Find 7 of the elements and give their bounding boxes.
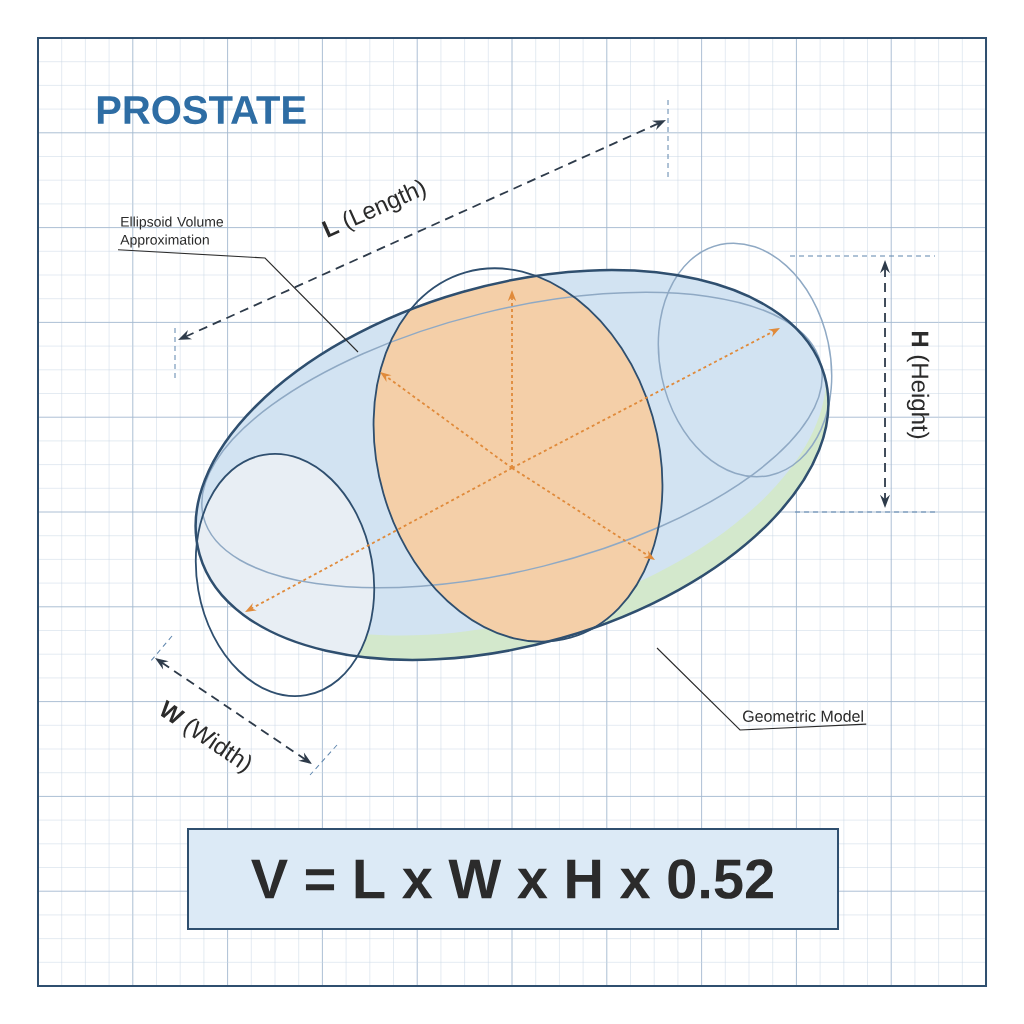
leader-line bbox=[656, 647, 867, 731]
callout-text: Ellipsoid Volume Approximation bbox=[120, 216, 224, 248]
dimension-label: H (Height) bbox=[906, 331, 930, 439]
leader-line bbox=[117, 249, 359, 353]
formula-box: V = L x W x H x 0.52 bbox=[187, 828, 839, 930]
callout-text: Geometric Model bbox=[743, 710, 863, 722]
title: PROSTATE bbox=[97, 95, 306, 125]
